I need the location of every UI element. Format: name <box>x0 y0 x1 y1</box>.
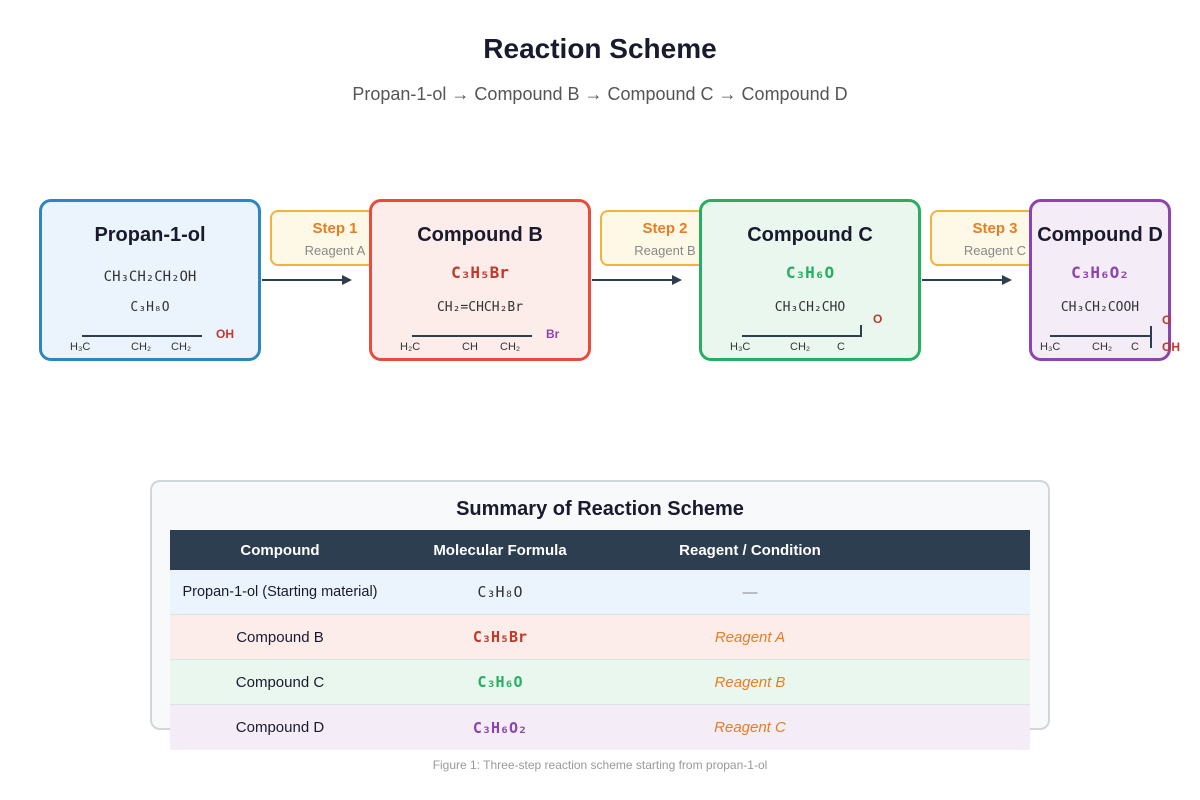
step-label: Step 2 <box>642 220 688 237</box>
column-header: Reagent / Condition <box>679 541 821 559</box>
atom-label: CH₂ <box>171 341 192 353</box>
empty-cell <box>890 570 1030 614</box>
atom-label: CH₂ <box>790 341 811 353</box>
page-subtitle: Propan-1-ol → Compound B → Compound C → … <box>352 84 848 104</box>
reagent-cell: — <box>742 583 758 601</box>
carbonyl-bond <box>860 325 862 337</box>
atom-label: CH₂ <box>131 341 152 353</box>
atom-label: CH₂ <box>500 341 521 353</box>
compound-name: Propan-1-ol <box>94 224 206 246</box>
empty-cell <box>890 615 1030 659</box>
empty-cell <box>890 660 1030 704</box>
oxygen-label: O <box>873 312 883 326</box>
column-header-empty <box>890 530 1030 570</box>
atom-label: CH <box>462 341 478 353</box>
step-reagent: Reagent B <box>634 243 696 258</box>
condensed-formula: CH₂=CHCH₂Br <box>436 300 524 315</box>
bromine-label: Br <box>546 327 560 341</box>
atom-label: C <box>837 341 845 353</box>
condensed-formula: CH₃CH₂CHO <box>774 300 846 315</box>
compound-box-compound-d: Compound D C₃H₆O₂ CH₃CH₂COOH H₃C CH₂ C O… <box>1029 199 1180 361</box>
atom-label: H₃C <box>1040 341 1061 353</box>
reagent-cell: Reagent B <box>714 673 786 691</box>
atom-label: C <box>1131 341 1139 353</box>
step-label: Step 3 <box>972 220 1018 237</box>
reagent-cell: Reagent C <box>714 719 786 736</box>
condensed-formula: CH₃CH₂CH₂OH <box>103 269 197 285</box>
reaction-arrow-2 <box>592 275 682 285</box>
compound-cell: Compound D <box>235 719 325 736</box>
compound-cell: Propan-1-ol (Starting material) <box>182 584 378 600</box>
column-header: Compound <box>240 541 320 559</box>
table-row: Compound D C₃H₆O₂ Reagent C <box>170 705 1030 750</box>
compound-box-compound-b: Compound B C₃H₅Br CH₂=CHCH₂Br H₂C CH CH₂… <box>369 199 591 361</box>
oxygen-label: O <box>1162 313 1172 327</box>
reaction-arrow-3 <box>922 275 1012 285</box>
table-header: Compound Molecular Formula Reagent / Con… <box>170 530 1030 570</box>
skeletal-bond <box>1050 335 1152 337</box>
compound-name: Compound C <box>747 224 873 246</box>
page-title: Reaction Scheme <box>483 33 717 64</box>
atom-label: CH₂ <box>1092 341 1113 353</box>
molecular-formula: C₃H₆O <box>785 263 835 282</box>
skeletal-bond <box>412 335 532 337</box>
atom-label: H₂C <box>400 341 421 353</box>
formula-cell: C₃H₅Br <box>472 628 528 646</box>
table-row: Compound C C₃H₆O Reagent B <box>170 660 1030 705</box>
compound-cell: Compound B <box>236 628 324 646</box>
atom-label: H₃C <box>730 341 751 353</box>
formula-cell: C₃H₆O <box>477 673 523 691</box>
hydroxyl-label: OH <box>1162 340 1180 354</box>
empty-cell <box>890 705 1030 750</box>
compound-name: Compound D <box>1037 224 1163 246</box>
molecular-formula: C₃H₈O <box>130 300 170 315</box>
step-reagent: Reagent A <box>304 243 366 258</box>
summary-table: Compound Molecular Formula Reagent / Con… <box>170 530 1030 750</box>
molecular-formula: C₃H₅Br <box>451 263 509 282</box>
step-label: Step 1 <box>312 220 358 237</box>
compound-box-compound-c: Compound C C₃H₆O CH₃CH₂CHO H₃C CH₂ C O <box>699 199 921 361</box>
condensed-formula: CH₃CH₂COOH <box>1060 300 1140 315</box>
carbonyl-bond <box>1150 326 1152 348</box>
skeletal-bond <box>742 335 862 337</box>
skeletal-bond <box>82 335 202 337</box>
formula-cell: C₃H₈O <box>477 583 523 601</box>
atom-label: H₃C <box>70 341 91 353</box>
table-row: Propan-1-ol (Starting material) C₃H₈O — <box>170 570 1030 615</box>
reagent-cell: Reagent A <box>714 628 786 646</box>
compound-box-propan-1-ol: Propan-1-ol CH₃CH₂CH₂OH C₃H₈O H₃C CH₂ CH… <box>39 199 261 361</box>
column-header: Molecular Formula <box>433 541 567 559</box>
compound-name: Compound B <box>417 224 543 246</box>
compound-cell: Compound C <box>235 673 325 691</box>
reaction-arrow-1 <box>262 275 352 285</box>
formula-cell: C₃H₆O₂ <box>472 718 528 737</box>
table-row: Compound B C₃H₅Br Reagent A <box>170 615 1030 660</box>
figure-caption: Figure 1: Three-step reaction scheme sta… <box>432 758 768 772</box>
molecular-formula: C₃H₆O₂ <box>1071 263 1129 282</box>
summary-title: Summary of Reaction Scheme <box>456 498 744 520</box>
hydroxyl-label: OH <box>216 327 234 341</box>
step-reagent: Reagent C <box>963 243 1027 258</box>
